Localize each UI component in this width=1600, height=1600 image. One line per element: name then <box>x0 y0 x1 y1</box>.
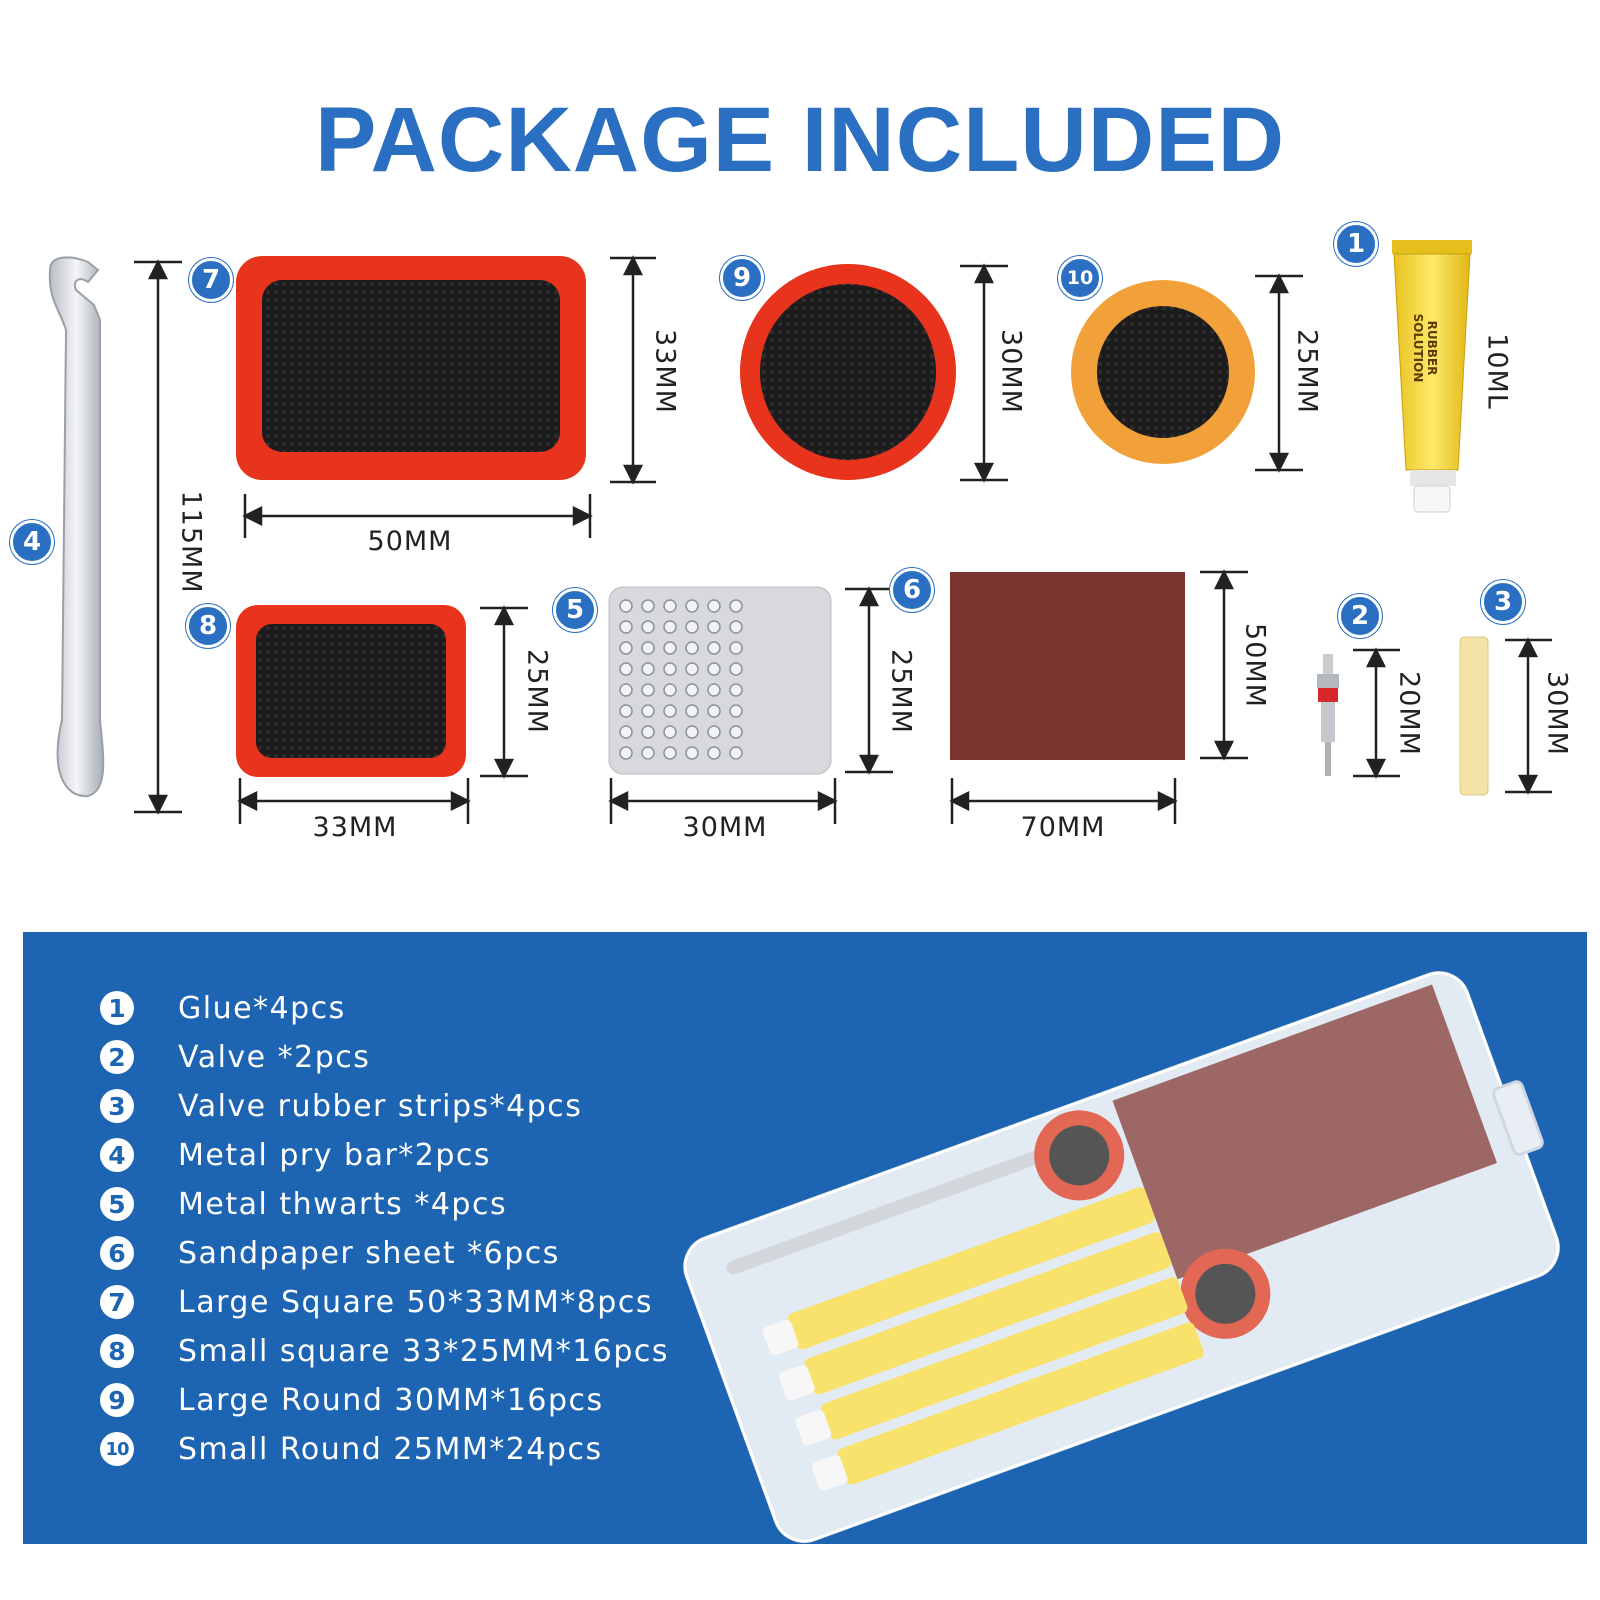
small-square-patch-image <box>236 605 466 777</box>
badge-small-square: 8 <box>186 604 230 648</box>
glue-tube-image <box>1392 240 1472 513</box>
rubber-strip-image <box>1459 636 1489 796</box>
pry-bar-image <box>48 256 105 798</box>
list-item: 9 Large Round 30MM*16pcs <box>100 1380 604 1420</box>
strip-length-label: 30MM <box>1541 671 1573 756</box>
small-square-height-label: 25MM <box>521 649 553 734</box>
badge-large-round: 9 <box>720 256 764 300</box>
page-title: PACKAGE INCLUDED <box>314 89 1286 191</box>
item-number: 3 <box>100 1089 134 1123</box>
item-number: 1 <box>100 991 134 1025</box>
badge-sandpaper: 6 <box>890 568 934 612</box>
item-text: Large Square 50*33MM*8pcs <box>178 1284 653 1320</box>
large-square-patch-image <box>236 256 586 480</box>
item-text: Metal pry bar*2pcs <box>178 1137 492 1173</box>
item-number: 6 <box>100 1236 134 1270</box>
item-text: Sandpaper sheet *6pcs <box>178 1235 560 1271</box>
list-item: 5 Metal thwarts *4pcs <box>100 1184 507 1224</box>
thwart-width-label: 30MM <box>682 812 768 843</box>
list-item: 1 Glue*4pcs <box>100 988 346 1028</box>
item-number: 4 <box>100 1138 134 1172</box>
list-item: 6 Sandpaper sheet *6pcs <box>100 1233 560 1273</box>
badge-pry-bar: 4 <box>10 520 54 564</box>
badge-large-square: 7 <box>189 258 233 302</box>
item-text: Metal thwarts *4pcs <box>178 1186 508 1222</box>
large-round-diameter-label: 30MM <box>995 329 1027 414</box>
product-illustrations <box>48 240 1552 824</box>
item-text: Valve *2pcs <box>178 1039 371 1075</box>
item-number: 10 <box>100 1432 134 1466</box>
sandpaper-height-label: 50MM <box>1239 623 1271 708</box>
item-number: 9 <box>100 1383 134 1417</box>
item-number: 2 <box>100 1040 134 1074</box>
list-item: 2 Valve *2pcs <box>100 1037 370 1077</box>
item-text: Glue*4pcs <box>178 990 346 1026</box>
valve-length-label: 20MM <box>1393 671 1425 756</box>
dimension-lines <box>134 255 1552 824</box>
thwart-height-label: 25MM <box>885 649 917 734</box>
sandpaper-image <box>950 572 1185 760</box>
glue-volume-label: 10ML <box>1481 333 1513 410</box>
small-round-diameter-label: 25MM <box>1291 329 1323 414</box>
list-item: 10 Small Round 25MM*24pcs <box>100 1429 603 1469</box>
metal-thwart-image <box>608 586 832 775</box>
item-text: Small square 33*25MM*16pcs <box>178 1333 670 1369</box>
list-item: 7 Large Square 50*33MM*8pcs <box>100 1282 653 1322</box>
item-text: Small Round 25MM*24pcs <box>178 1431 603 1467</box>
badge-valve: 2 <box>1338 594 1382 638</box>
large-square-height-label: 33MM <box>649 329 681 414</box>
glue-tube-label: RUBBER SOLUTION <box>1411 313 1439 383</box>
item-number: 7 <box>100 1285 134 1319</box>
large-square-width-label: 50MM <box>367 526 453 557</box>
sandpaper-width-label: 70MM <box>1020 812 1106 843</box>
small-square-width-label: 33MM <box>312 812 398 843</box>
badge-thwart: 5 <box>553 588 597 632</box>
small-round-patch-image <box>1071 280 1255 464</box>
pry-bar-length-label: 115MM <box>175 490 207 594</box>
item-text: Valve rubber strips*4pcs <box>178 1088 583 1124</box>
badge-rubber-strip: 3 <box>1481 580 1525 624</box>
badge-glue: 1 <box>1334 222 1378 266</box>
valve-image <box>1317 654 1339 776</box>
list-item: 3 Valve rubber strips*4pcs <box>100 1086 582 1126</box>
item-number: 5 <box>100 1187 134 1221</box>
large-round-patch-image <box>740 264 956 480</box>
item-number: 8 <box>100 1334 134 1368</box>
badge-small-round: 10 <box>1058 256 1102 300</box>
list-item: 4 Metal pry bar*2pcs <box>100 1135 491 1175</box>
list-item: 8 Small square 33*25MM*16pcs <box>100 1331 669 1371</box>
item-text: Large Round 30MM*16pcs <box>178 1382 604 1418</box>
